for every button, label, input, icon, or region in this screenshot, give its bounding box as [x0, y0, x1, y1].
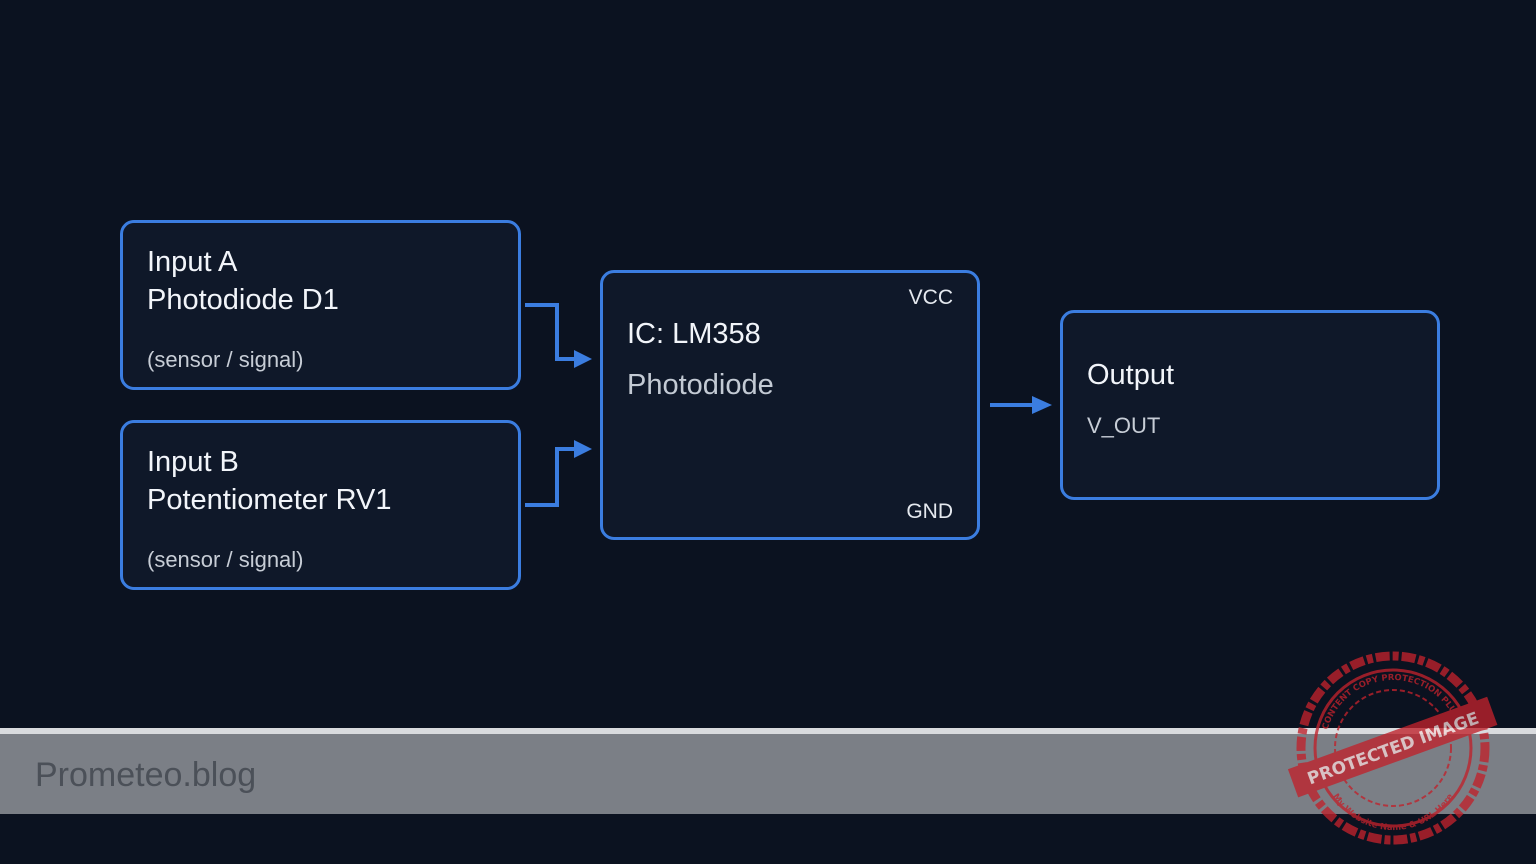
- ic-subtitle: Photodiode: [627, 369, 774, 401]
- gnd-pin-label: GND: [906, 500, 953, 523]
- input-a-title: Input A: [147, 246, 238, 278]
- output-block: Output V_OUT: [1060, 310, 1440, 500]
- arrowhead-input-b: [574, 440, 592, 458]
- input-b-device: Potentiometer RV1: [147, 484, 392, 516]
- brand-link[interactable]: Prometeo.blog: [35, 756, 257, 794]
- footer-bar: [0, 734, 1536, 814]
- wire-input-b-to-ic: [525, 447, 576, 507]
- ic-title: IC: LM358: [627, 318, 761, 350]
- input-b-title: Input B: [147, 446, 239, 478]
- input-a-block: Input A Photodiode D1 (sensor / signal): [120, 220, 521, 390]
- footer-divider: [0, 728, 1536, 734]
- input-a-note: (sensor / signal): [147, 347, 304, 372]
- output-signal: V_OUT: [1087, 413, 1161, 438]
- protected-image-stamp: CONTENT COPY PROTECTION PLUGIN My Websit…: [1287, 651, 1498, 845]
- arrowhead-output: [1032, 396, 1052, 414]
- input-b-note: (sensor / signal): [147, 547, 304, 572]
- vcc-pin-label: VCC: [908, 286, 953, 309]
- arrowhead-input-a: [574, 350, 592, 368]
- output-title: Output: [1087, 359, 1175, 391]
- input-a-device: Photodiode D1: [147, 284, 339, 316]
- wire-input-a-to-ic: [525, 303, 576, 361]
- ic-block: VCC IC: LM358 Photodiode GND: [600, 270, 980, 540]
- input-b-block: Input B Potentiometer RV1 (sensor / sign…: [120, 420, 521, 590]
